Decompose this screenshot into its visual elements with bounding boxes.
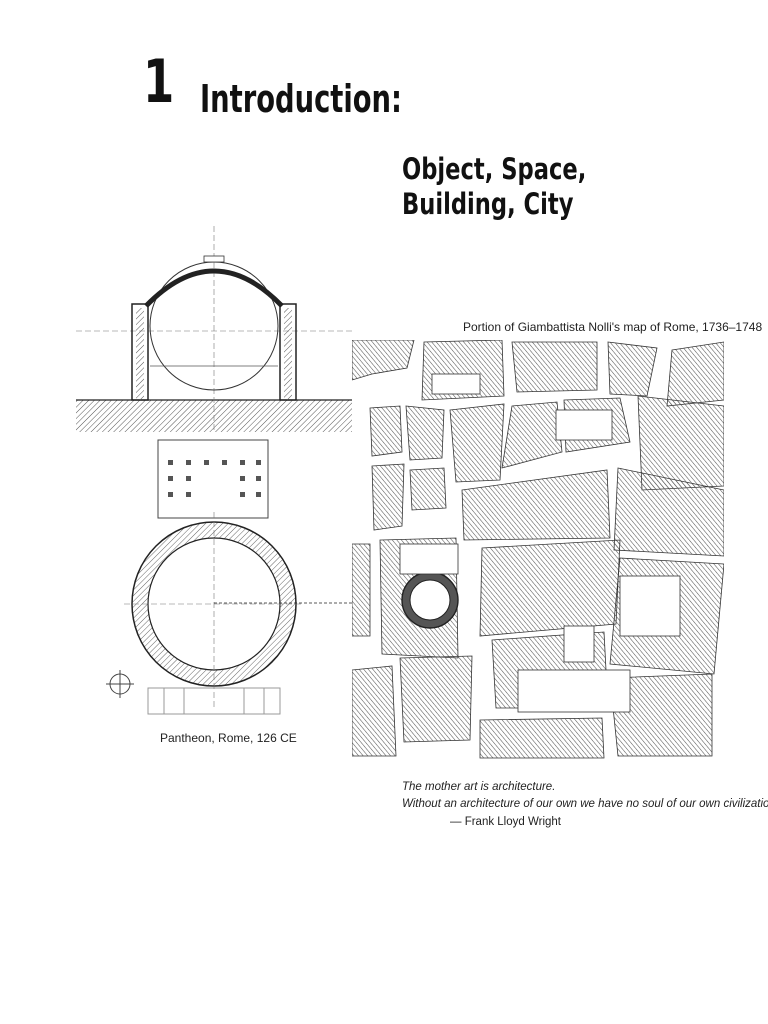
subtitle-line-1: Object, Space, (402, 152, 587, 186)
map-caption: Portion of Giambattista Nolli's map of R… (463, 320, 763, 334)
chapter-number: 1 (143, 47, 174, 117)
quote-attribution: — Frank Lloyd Wright (450, 816, 561, 828)
subtitle-line-2: Building, City (402, 187, 574, 221)
nolli-map-drawing (352, 340, 724, 760)
pantheon-section-drawing (76, 226, 352, 432)
chapter-subtitle: Object, Space, Building, City (402, 152, 586, 222)
pantheon-caption: Pantheon, Rome, 126 CE (160, 731, 297, 745)
quote-line-2: Without an architecture of our own we ha… (402, 798, 768, 810)
quote-line-1: The mother art is architecture. (402, 781, 556, 793)
chapter-title: Introduction: (200, 77, 402, 121)
pantheon-plan-drawing (106, 439, 304, 715)
